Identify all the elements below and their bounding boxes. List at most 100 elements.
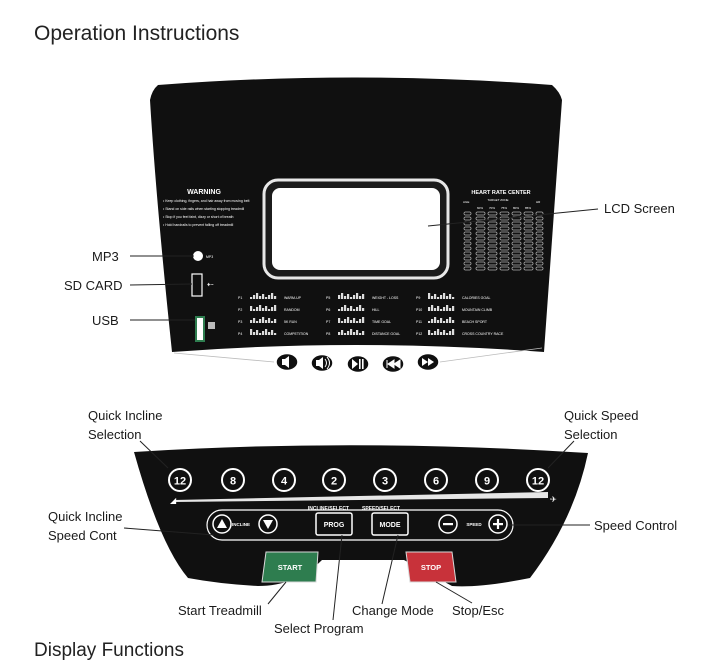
program-profile-icon [428,317,455,323]
hr-cell [523,236,534,241]
quick-keys: 12 8 4 2 3 6 9 12 [168,468,550,492]
speed-up-button[interactable] [488,514,508,534]
incline-down-icon [263,520,273,529]
program-code: P8 [326,332,330,336]
hr-percent: 60% [477,206,483,210]
program-profile-icon [428,329,455,335]
hr-age-label: AGE [463,200,469,204]
program-name: RANDOM [284,308,300,312]
callout-speed-control: Speed Control [594,518,678,533]
quick-key-button[interactable]: 12 [168,468,192,492]
start-label: START [278,563,303,572]
hr-cell [487,266,498,271]
warning-line: • Keep clothing, fingers, and hair away … [163,199,249,203]
hr-cell [487,261,498,266]
previous-track-button[interactable] [381,354,405,374]
hr-cell [535,256,544,261]
hr-cell [535,261,544,266]
program-profile-icon [250,317,277,323]
quick-key-button[interactable]: 8 [221,468,245,492]
hr-cell [475,256,486,261]
callout-quick-incline: Quick Incline Selection [88,406,162,444]
warning-title: WARNING [187,189,221,196]
hr-cell [475,221,486,226]
hr-cell [475,211,486,216]
callout-incline-speed-control: Quick Incline Speed Cont [48,507,122,545]
incline-down-button[interactable] [258,514,278,534]
mode-button[interactable]: MODE [371,512,409,536]
program-profile-icon [338,293,365,299]
hr-cell [511,251,522,256]
hr-cell [499,241,510,246]
hr-cell [535,216,544,221]
callout-select-program: Select Program [274,621,364,636]
quick-key-button[interactable]: 6 [424,468,448,492]
program-name: WARM-UP [284,296,302,300]
hr-cell [511,236,522,241]
program-name: COMPETITION [284,332,309,336]
program-profile-icon [428,293,455,299]
hr-cell [535,246,544,251]
callout-lcd-screen: LCD Screen [604,201,675,216]
leader-line [381,534,399,605]
hr-cell [499,261,510,266]
quick-key-label: 4 [281,476,288,488]
hr-cell [523,256,534,261]
program-code: P9 [416,296,420,300]
hr-cell [511,211,522,216]
program-profile-icon [338,317,365,323]
program-name: 5K RUN [284,320,297,324]
hr-percent: 75% [501,206,507,210]
quick-key-button[interactable]: 12 [526,468,550,492]
program-profile-icon [250,329,277,335]
program-code: P6 [326,308,330,312]
program-code: P12 [416,332,422,336]
hr-cell [523,251,534,256]
prog-button[interactable]: PROG [315,512,353,536]
hr-cell [499,236,510,241]
hr-cell [463,251,472,256]
hr-hr-label: HR [536,200,541,204]
speed-down-button[interactable] [438,514,458,534]
hr-cell [511,266,522,271]
quick-key-label: 8 [230,476,236,488]
program-profile-icon [250,305,277,311]
incline-up-button[interactable] [212,514,232,534]
quick-key-button[interactable]: 4 [272,468,296,492]
program-name: DISTANCE GOAL [372,332,400,336]
speed-wedge-bar [174,492,548,502]
quick-key-button[interactable]: 9 [475,468,499,492]
sd-card-slot[interactable] [191,273,203,297]
volume-down-button[interactable] [275,352,299,372]
play-pause-button[interactable] [346,354,370,374]
hr-cell [475,261,486,266]
callout-quick-speed: Quick Speed Selection [564,406,638,444]
keypad-panel [134,445,588,587]
stop-button[interactable]: STOP [405,551,457,583]
usb-slot[interactable] [195,316,205,342]
hr-cell [499,266,510,271]
hr-cell [523,231,534,236]
mp3-jack[interactable] [193,251,203,261]
hr-cell [463,211,472,216]
hr-cell [499,226,510,231]
quick-key-button[interactable]: 2 [322,468,346,492]
hr-cell [463,241,472,246]
volume-up-button[interactable] [310,353,334,373]
quick-key-label: 3 [382,476,388,488]
section-subheading: Display Functions [34,640,184,661]
leader-line [547,440,575,469]
hr-cell [475,231,486,236]
quick-key-button[interactable]: 3 [373,468,397,492]
program-code: P10 [416,308,422,312]
program-name: TIME GOAL [372,320,391,324]
hr-zone-label: TARGET ZONE [487,198,508,202]
warning-line: • Stop if you feel faint, dizzy or short… [163,215,234,219]
hr-cell [535,251,544,256]
callout-stop: Stop/Esc [452,603,505,618]
next-track-button[interactable] [416,352,440,372]
leader-line [435,581,473,604]
hr-cell [511,261,522,266]
start-button[interactable]: START [261,551,319,583]
